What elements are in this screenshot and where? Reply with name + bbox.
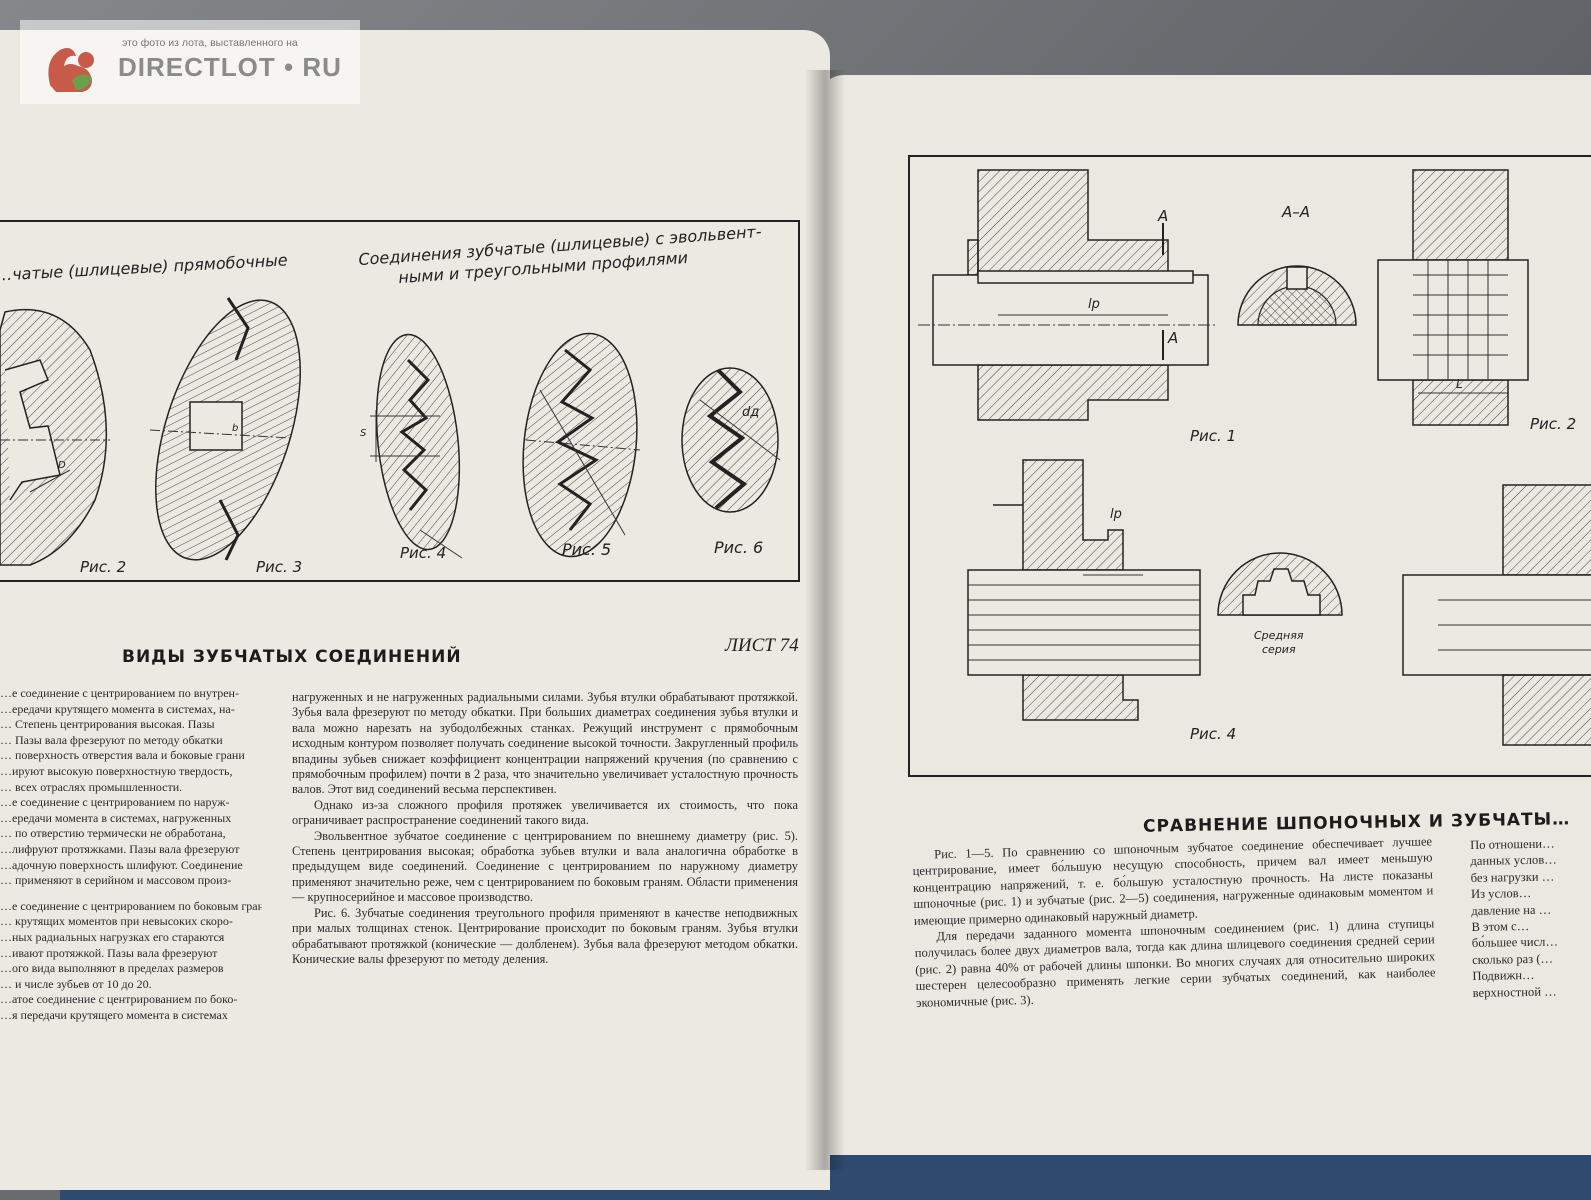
series-label-1: Средняя	[1254, 629, 1304, 642]
col1-line: …е соединение с центрированием по наруж-	[0, 795, 230, 810]
fig-partial-right	[1402, 484, 1591, 746]
length-lp-label-fig4: lр	[1110, 507, 1122, 522]
fig3-drawing	[149, 297, 301, 561]
col2-paragraph: Эвольвентное зубчатое соединение с центр…	[292, 828, 798, 905]
fig4-label: Рис. 4	[400, 544, 447, 562]
fig2-right-label: Рис. 2	[1530, 415, 1577, 433]
right-col1-paragraph: Рис. 1—5. По сравнению со шпоночным зубч…	[912, 834, 1434, 928]
col1-line: … поверхность отверстия вала и боковые г…	[0, 748, 245, 763]
col2-paragraph: Однако из-за сложного профиля протяжек у…	[292, 797, 798, 828]
col1-line: …ередачи крутящего момента в системах, н…	[0, 701, 235, 716]
fig6-label: Рис. 6	[714, 538, 764, 557]
right-col1-paragraph: Для передачи заданного момента шпоночным…	[914, 916, 1436, 1010]
fig2-label: Рис. 2	[80, 558, 127, 576]
watermark-logo: DIRECTLOT • RU	[118, 52, 342, 82]
section-aa-drawing	[1237, 265, 1357, 326]
col1-line: … Пазы вала фрезеруют по методу обкатки	[0, 732, 223, 747]
dim-b: b	[232, 423, 239, 434]
col1-line: …е соединение с центрированием по боковы…	[0, 898, 262, 913]
col1-line: …атое соединение с центрированием по бок…	[0, 992, 238, 1007]
fig4-right-drawing	[967, 459, 1201, 721]
left-text-column-2: нагруженных и не нагруженных радиальными…	[292, 690, 798, 967]
length-l-label: L	[1456, 377, 1463, 391]
col2-paragraph: Рис. 6. Зубчатые соединения треугольного…	[292, 905, 798, 966]
col1-line: … применяют в серийном и массовом произ-	[0, 873, 232, 888]
series-label-2: серия	[1262, 643, 1296, 656]
fig3-label: Рис. 3	[256, 558, 303, 576]
col1-line: …е соединение с центрированием по внутре…	[0, 686, 239, 700]
squirrel-logo-icon	[48, 48, 94, 92]
sheet-number: ЛИСТ 74	[725, 635, 799, 656]
section-involute-drawing	[1217, 552, 1343, 616]
left-text-column-1: …е соединение с центрированием по внутре…	[0, 686, 262, 1023]
right-col2-line: Подвижн…	[1472, 968, 1535, 984]
col1-line: …ого вида выполняют в пределах размеров	[0, 961, 224, 976]
col2-paragraph: нагруженных и не нагруженных радиальными…	[292, 690, 798, 797]
col1-line: … Степень центрирования высокая. Пазы	[0, 717, 215, 732]
fig2-drawing	[0, 308, 110, 566]
right-text-column-1: Рис. 1—5. По сравнению со шпоночным зубч…	[912, 833, 1436, 1011]
fig5-label: Рис. 5	[562, 540, 612, 559]
col1-line: …адочную поверхность шлифуют. Соединение	[0, 857, 243, 872]
col1-line: …ируют высокую поверхностную твердость,	[0, 763, 233, 778]
col1-line: …ивают протяжкой. Пазы вала фрезеруют	[0, 945, 218, 960]
section-marker-a: А	[1158, 207, 1169, 225]
dim-dd: dд	[742, 405, 760, 420]
fig1-drawing	[918, 169, 1218, 421]
section-aa-label: А–А	[1282, 203, 1311, 221]
fig5-drawing	[522, 332, 641, 558]
section-marker-a-lower: А	[1168, 329, 1179, 347]
col1-line: …ередачи момента в системах, нагруженных	[0, 810, 232, 825]
left-page: …чатые (шлицевые) прямобочные Соединения…	[0, 30, 830, 1190]
spline-figures-left	[0, 297, 781, 566]
right-col2-line: сколько раз (…	[1472, 951, 1554, 967]
dim-s: S	[360, 428, 367, 439]
col1-line: … крутящих моментов при невысоких скоро-	[0, 914, 233, 929]
col1-line: … всех отраслях промышленности.	[0, 779, 183, 794]
length-lp-label: lр	[1088, 297, 1100, 312]
right-col2-line: верхностной …	[1472, 984, 1557, 1000]
right-page: А А А–А lр L lр Рис. 1 Рис. 2 Рис. 4 Сре…	[818, 75, 1591, 1155]
fig6-drawing	[681, 367, 781, 513]
col1-line: …я передачи крутящего момента в системах	[0, 1007, 228, 1022]
col1-line: …ных радиальных нагрузках его стараются	[0, 929, 225, 944]
key-vs-spline-figures	[918, 169, 1591, 746]
fig4-drawing	[370, 333, 463, 559]
col1-line: … и числе зубьев от 10 до 20.	[0, 976, 152, 991]
drawing-frame-left	[0, 220, 800, 582]
fig4-right-label: Рис. 4	[1190, 725, 1237, 743]
fig2-right-drawing	[1377, 169, 1529, 426]
watermark-note: это фото из лота, выставленного на	[122, 37, 298, 49]
dim-d: D	[58, 460, 66, 471]
drawing-frame-right	[908, 155, 1591, 777]
book-gutter-shadow	[805, 70, 845, 1170]
right-text-column-2: По отношени… данных услов… без нагрузки …	[1470, 835, 1591, 1001]
page-title-right: СРАВНЕНИЕ ШПОНОЧНЫХ И ЗУБЧАТЫ…	[1142, 809, 1571, 837]
fig1-right-label: Рис. 1	[1190, 427, 1237, 445]
page-title-left: ВИДЫ ЗУБЧАТЫХ СОЕДИНЕНИЙ	[122, 647, 462, 667]
col1-line: …лифруют протяжками. Пазы вала фрезеруют	[0, 841, 240, 856]
col1-line: … по отверстию термически не обработана,	[0, 826, 226, 841]
